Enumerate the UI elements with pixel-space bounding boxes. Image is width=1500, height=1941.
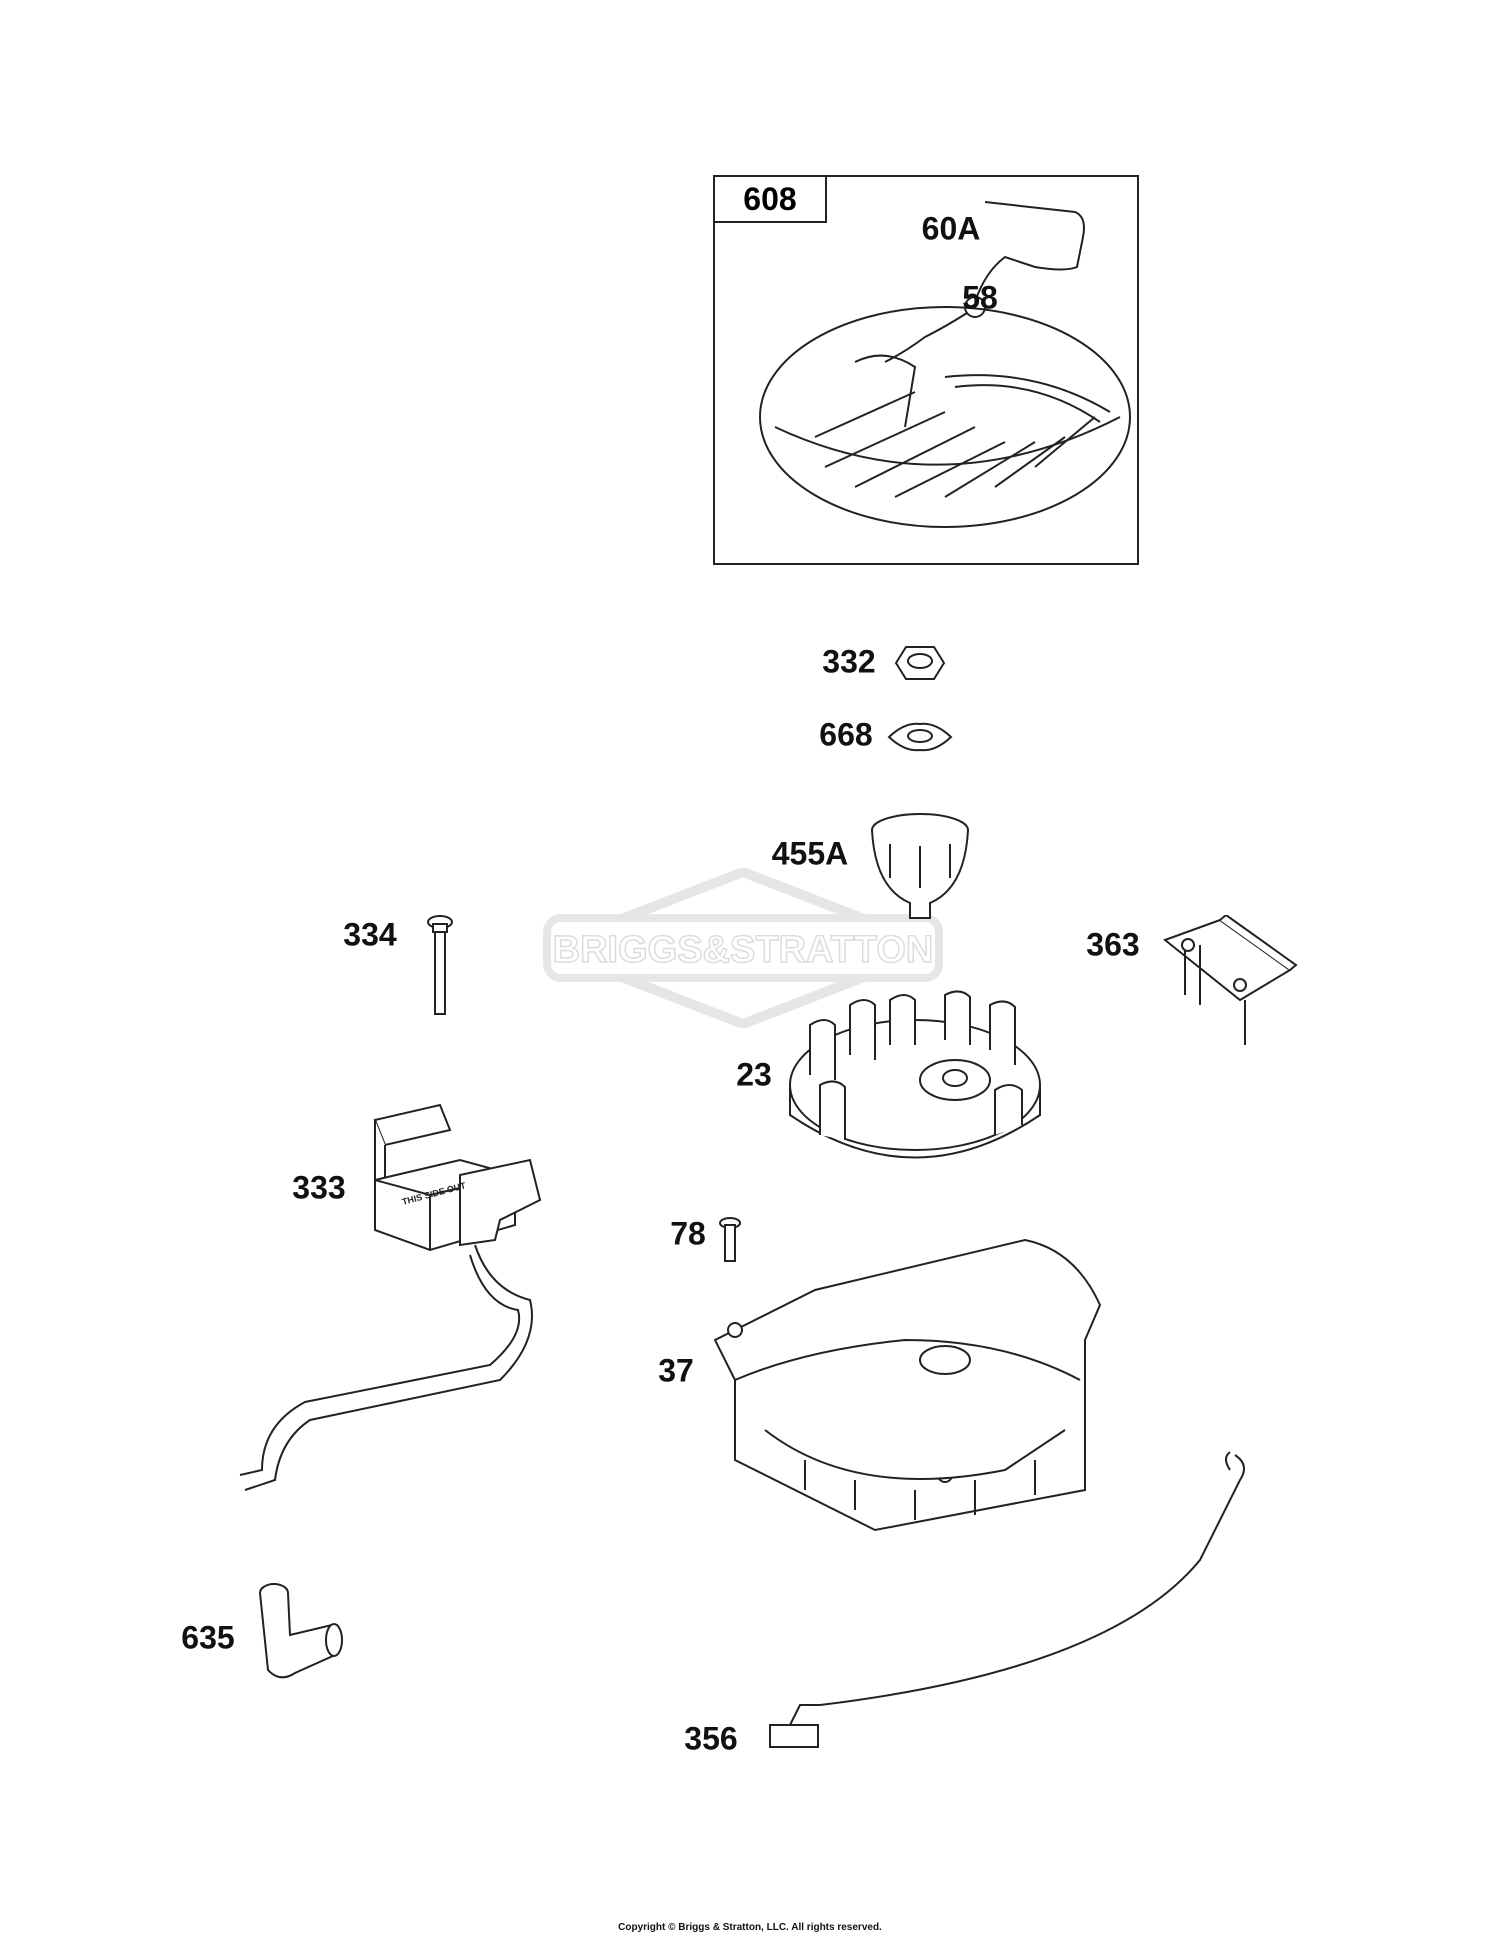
callout-23: 23 bbox=[736, 1056, 772, 1093]
callout-37: 37 bbox=[658, 1352, 694, 1389]
callout-58: 58 bbox=[962, 279, 998, 316]
callout-60A: 60A bbox=[921, 210, 981, 247]
callout-78: 78 bbox=[670, 1215, 706, 1252]
ground-wire-356-drawing bbox=[769, 1451, 1245, 1748]
copyright-notice: Copyright © Briggs & Stratton, LLC. All … bbox=[618, 1922, 882, 1933]
callout-334: 334 bbox=[343, 916, 397, 953]
spark-plug-boot-635-drawing bbox=[259, 1583, 343, 1679]
callout-363: 363 bbox=[1086, 926, 1140, 963]
briggs-stratton-watermark: BRIGGS&STRATTON bbox=[543, 868, 943, 1028]
washer-668-drawing bbox=[887, 722, 953, 752]
svg-text:BRIGGS&STRATTON: BRIGGS&STRATTON bbox=[553, 929, 934, 971]
ignition-armature-333-drawing: THIS SIDE OUT bbox=[239, 1103, 542, 1491]
callout-333: 333 bbox=[292, 1169, 346, 1206]
callout-356: 356 bbox=[684, 1720, 738, 1757]
bracket-363-drawing bbox=[1162, 915, 1298, 1045]
flywheel-23-drawing bbox=[789, 990, 1041, 1159]
rewind-starter-kit-box: 608 bbox=[713, 175, 1139, 565]
starter-cup-455A-drawing bbox=[871, 813, 969, 919]
rewind-starter-drawing bbox=[759, 201, 1131, 528]
screw-78-drawing bbox=[719, 1217, 741, 1262]
nut-332-drawing bbox=[894, 646, 946, 680]
kit-label-608: 608 bbox=[715, 177, 827, 223]
callout-332: 332 bbox=[822, 643, 876, 680]
callout-455A: 455A bbox=[771, 835, 849, 872]
blower-housing-37-drawing bbox=[713, 1238, 1102, 1532]
bolt-334-drawing bbox=[427, 915, 453, 1015]
callout-635: 635 bbox=[181, 1619, 235, 1656]
callout-668: 668 bbox=[819, 716, 873, 753]
